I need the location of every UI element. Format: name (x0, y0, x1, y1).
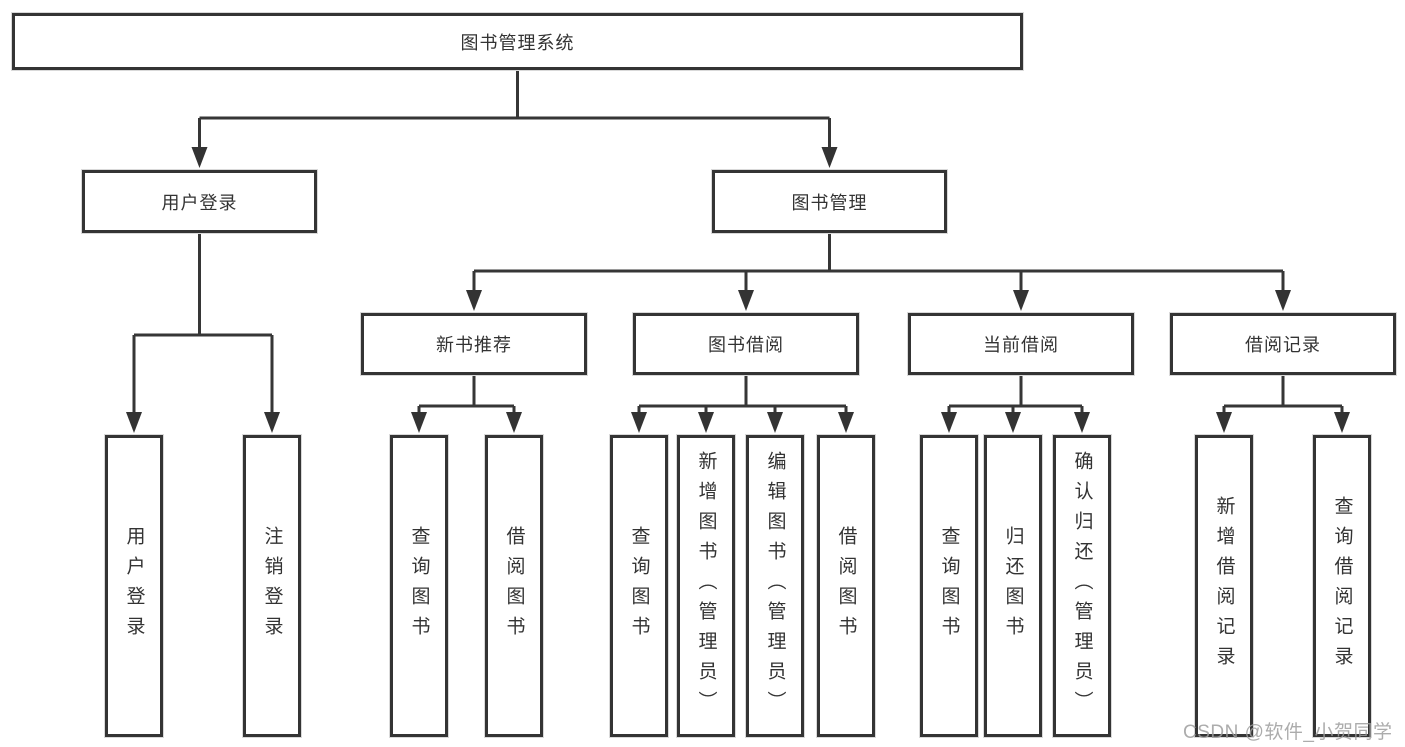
arrow-down-icon (1216, 412, 1232, 433)
node-book-management-label: 图书管理 (791, 192, 868, 213)
connector-book-borrow-children (631, 375, 854, 433)
leaf-return-book: 归还图书 (984, 435, 1042, 737)
leaf-edit-book-admin: 编辑图书（管理员） (746, 435, 804, 737)
node-book-borrow-label: 图书借阅 (708, 335, 784, 355)
connector-current-borrow-children (941, 375, 1090, 433)
arrow-down-icon (466, 290, 482, 311)
leaf-query-books-recommend-label: 查询图书 (408, 526, 430, 646)
node-user-login: 用户登录 (82, 170, 317, 233)
node-current-borrow-label: 当前借阅 (983, 335, 1059, 355)
leaf-query-borrow-record: 查询借阅记录 (1313, 435, 1371, 737)
arrow-down-icon (631, 412, 647, 433)
arrow-down-icon (698, 412, 714, 433)
leaf-query-books-borrow: 查询图书 (610, 435, 668, 737)
csdn-watermark: CSDN @软件_小贺同学 (1183, 722, 1393, 743)
arrow-down-icon (191, 147, 208, 168)
connector-book-management-children (466, 233, 1291, 311)
node-root: 图书管理系统 (12, 13, 1023, 70)
node-new-book-recommend: 新书推荐 (361, 313, 587, 375)
leaf-borrow-books-label: 借阅图书 (835, 526, 857, 646)
leaf-borrow-books-recommend: 借阅图书 (485, 435, 543, 737)
leaf-add-borrow-record-label: 新增借阅记录 (1213, 496, 1235, 676)
node-book-management: 图书管理 (712, 170, 947, 233)
arrow-down-icon (838, 412, 854, 433)
leaf-borrow-books-recommend-label: 借阅图书 (503, 526, 525, 646)
arrow-down-icon (767, 412, 783, 433)
arrow-down-icon (1074, 412, 1090, 433)
leaf-query-books-borrow-label: 查询图书 (628, 526, 650, 646)
connector-borrow-records-children (1216, 375, 1350, 433)
arrow-down-icon (264, 412, 280, 433)
leaf-confirm-return-admin-label: 确认归还（管理员） (1071, 451, 1093, 721)
arrow-down-icon (941, 412, 957, 433)
arrow-down-icon (821, 147, 838, 168)
leaf-borrow-books: 借阅图书 (817, 435, 875, 737)
node-root-label: 图书管理系统 (460, 32, 575, 53)
connector-user-login-children (126, 233, 280, 433)
leaf-confirm-return-admin: 确认归还（管理员） (1053, 435, 1111, 737)
leaf-query-borrow-record-label: 查询借阅记录 (1331, 496, 1353, 676)
leaf-logout-login-label: 注销登录 (261, 526, 283, 646)
leaf-query-books-current: 查询图书 (920, 435, 978, 737)
arrow-down-icon (506, 412, 522, 433)
arrow-down-icon (411, 412, 427, 433)
leaf-logout-login: 注销登录 (243, 435, 301, 737)
leaf-add-book-admin-label: 新增图书（管理员） (695, 451, 717, 721)
arrow-down-icon (738, 290, 754, 311)
leaf-edit-book-admin-label: 编辑图书（管理员） (764, 451, 786, 721)
node-new-book-recommend-label: 新书推荐 (436, 335, 512, 355)
leaf-query-books-recommend: 查询图书 (390, 435, 448, 737)
leaf-user-login-label: 用户登录 (123, 526, 145, 646)
connector-root-to-branches (191, 70, 838, 168)
arrow-down-icon (1005, 412, 1021, 433)
arrow-down-icon (1275, 290, 1291, 311)
leaf-query-books-current-label: 查询图书 (938, 526, 960, 646)
node-borrow-records-label: 借阅记录 (1245, 335, 1321, 355)
node-current-borrow: 当前借阅 (908, 313, 1134, 375)
arrow-down-icon (1013, 290, 1029, 311)
leaf-add-book-admin: 新增图书（管理员） (677, 435, 735, 737)
connector-new-book-recommend-children (411, 375, 522, 433)
arrow-down-icon (126, 412, 142, 433)
arrow-down-icon (1334, 412, 1350, 433)
node-borrow-records: 借阅记录 (1170, 313, 1396, 375)
leaf-return-book-label: 归还图书 (1002, 526, 1024, 646)
node-book-borrow: 图书借阅 (633, 313, 859, 375)
node-user-login-label: 用户登录 (161, 192, 238, 213)
leaf-user-login: 用户登录 (105, 435, 163, 737)
leaf-add-borrow-record: 新增借阅记录 (1195, 435, 1253, 737)
